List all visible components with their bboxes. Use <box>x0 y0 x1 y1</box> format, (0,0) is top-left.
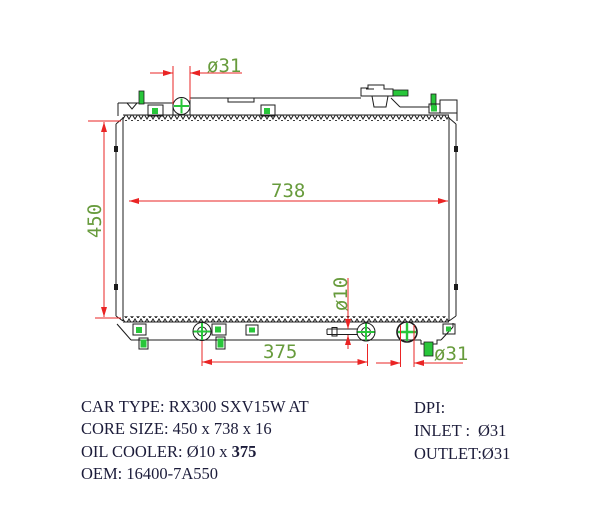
mounting-pin <box>138 90 145 105</box>
dim-label-core-width: 738 <box>271 180 305 202</box>
overflow-pipe <box>392 89 409 97</box>
dimension-outlet-diameter: ø31 <box>376 325 468 367</box>
core-top-fins <box>123 115 449 121</box>
spec-oil-cooler-length: 375 <box>231 441 257 461</box>
spec-inlet-value: Ø31 <box>478 421 507 440</box>
spec-outlet-value: Ø31 <box>481 444 511 463</box>
dimension-oil-cooler-length: 375 <box>201 341 368 366</box>
core-bottom-fins <box>123 316 449 322</box>
bottom-tank <box>116 321 456 357</box>
tank-clip <box>454 284 458 290</box>
inlet-port <box>172 97 191 115</box>
spec-dpi: DPI: <box>414 398 446 417</box>
spec-oem: OEM: 16400-7A550 <box>81 464 219 484</box>
right-side-tank <box>448 117 458 322</box>
dimension-core-height: 450 <box>84 120 121 319</box>
top-tank <box>117 84 458 121</box>
spec-block-left: CAR TYPE: RX300 SXV15W AT CORE SIZE: 450… <box>81 396 309 486</box>
spec-outlet: OUTLET:Ø31 <box>414 444 511 463</box>
oil-cooler-fitting <box>192 322 212 341</box>
dim-label-inlet-diameter: ø31 <box>207 55 241 77</box>
mounting-bracket <box>147 104 164 117</box>
spec-core-size: CORE SIZE: 450 x 738 x 16 <box>81 419 272 439</box>
radiator-core <box>114 114 458 323</box>
left-side-tank <box>114 117 124 322</box>
tank-notch <box>126 102 138 110</box>
spec-car-type: CAR TYPE: RX300 SXV15W AT <box>81 397 309 416</box>
mounting-bracket <box>260 104 276 117</box>
spec-inlet: INLET :Ø31 <box>414 421 507 440</box>
dim-label-oil-pipe-diameter: ø10 <box>330 277 352 311</box>
spec-oil-cooler: OIL COOLER: Ø10 x 375 <box>81 441 257 461</box>
radiator-technical-drawing: ø31 450 738 ø10 <box>84 55 468 367</box>
mounting-bracket <box>132 323 149 350</box>
filler-neck <box>371 95 389 108</box>
dimension-core-width: 738 <box>129 180 448 204</box>
mounting-bracket <box>245 324 259 336</box>
tank-clip <box>454 146 458 152</box>
spec-block-right: DPI: INLET :Ø31 OUTLET:Ø31 <box>414 396 510 465</box>
dim-label-outlet-diameter: ø31 <box>434 343 468 365</box>
tank-clip <box>114 284 118 290</box>
oil-cooler-pipe <box>326 322 376 342</box>
tank-end-block <box>439 99 458 114</box>
dim-label-core-height: 450 <box>84 204 106 238</box>
tank-clip <box>114 146 118 152</box>
mounting-bracket <box>442 323 456 335</box>
dimension-oil-pipe-diameter: ø10 <box>330 277 352 349</box>
dim-label-oil-cooler-length: 375 <box>263 341 297 363</box>
filler-cap <box>360 84 409 108</box>
mounting-bracket <box>211 323 227 350</box>
dimension-inlet-diameter: ø31 <box>150 55 242 104</box>
drain-pipe <box>423 341 434 357</box>
tank-rib <box>227 97 255 103</box>
